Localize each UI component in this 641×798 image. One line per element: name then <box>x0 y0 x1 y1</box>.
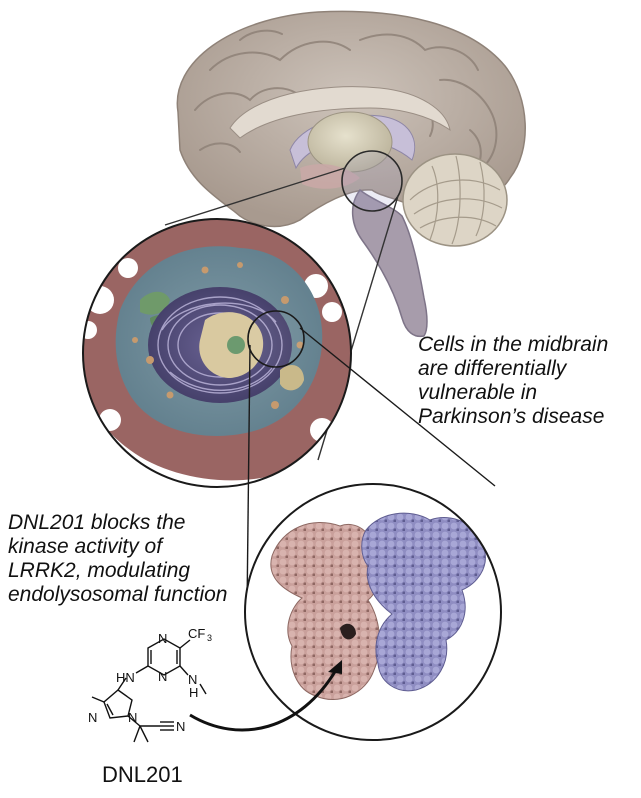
lrrk2-monomer-pink <box>270 522 382 701</box>
drug-caption-line: DNL201 blocks the <box>8 511 186 534</box>
cell-illustration <box>82 218 352 488</box>
midbrain-zoom-circle <box>341 150 403 212</box>
atom-nh-n: N <box>188 672 197 687</box>
drug-caption-line: LRRK2, modulating <box>8 559 191 582</box>
midbrain-caption: Cells in the midbrain are differentially… <box>418 333 608 429</box>
drug-caption: DNL201 blocks the kinase activity of LRR… <box>8 511 227 607</box>
dnl201-atom-labels: CF 3 N N HN N H N N N <box>88 626 212 734</box>
drug-caption-line: kinase activity of <box>8 535 163 558</box>
binding-arrow <box>189 669 338 732</box>
protein-illustration <box>244 483 502 741</box>
cell-zoom-circle <box>82 218 352 488</box>
midbrain-caption-line: Cells in the midbrain <box>418 333 609 356</box>
midbrain-caption-line: are differentially <box>418 357 567 380</box>
atom-cf3-subscript: 3 <box>207 633 212 643</box>
brainstem <box>351 188 428 338</box>
protein-zoom-circle <box>244 483 502 741</box>
drug-caption-line: endolysosomal function <box>8 583 228 606</box>
atom-ring-n-bottom: N <box>158 669 167 684</box>
midbrain-caption-line: vulnerable in <box>418 381 538 404</box>
compound-name-label: DNL201 <box>102 762 183 787</box>
cerebellum <box>402 153 508 247</box>
dnl201-structure <box>91 638 207 743</box>
atom-cf3: CF <box>188 626 205 641</box>
atom-pyrazole-n2: N <box>128 710 137 725</box>
lrrk2-monomer-purple <box>361 512 486 692</box>
atom-nh-h: H <box>189 685 198 700</box>
atom-nitrile-n: N <box>176 719 185 734</box>
corpus-callosum <box>229 86 451 139</box>
midbrain-caption-line: Parkinson’s disease <box>418 405 605 428</box>
organelle-zoom-circle <box>247 310 305 368</box>
brain-illustration <box>176 10 526 338</box>
atom-pyrazole-n1: N <box>88 710 97 725</box>
atom-hn: HN <box>116 670 135 685</box>
atom-ring-n-top: N <box>158 631 167 646</box>
